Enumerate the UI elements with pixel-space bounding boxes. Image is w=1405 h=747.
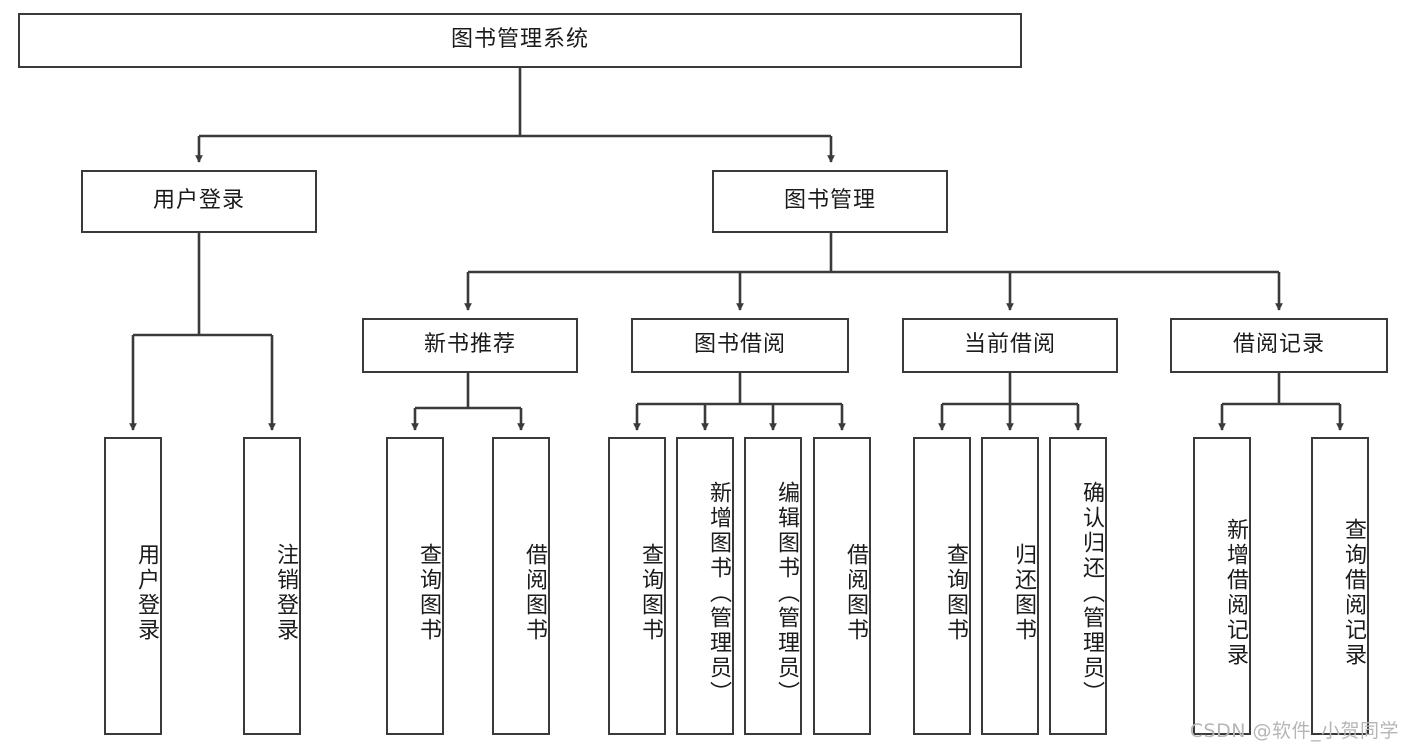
node-new-book-recommend[interactable]: 新书推荐 <box>362 318 578 373</box>
csdn-watermark: CSDN @软件_小贺同学 <box>1189 720 1399 742</box>
node-user-login[interactable]: 用户登录 <box>81 170 317 233</box>
node-label: 借阅记录 <box>1232 332 1325 358</box>
node-label: 查询图书 <box>638 543 663 643</box>
node-leaf-borrow-book-recommend[interactable]: 借阅图书 <box>492 437 550 735</box>
node-label: 查询图书 <box>943 543 968 643</box>
node-leaf-user-login[interactable]: 用户登录 <box>104 437 162 735</box>
node-leaf-query-book-recommend[interactable]: 查询图书 <box>386 437 444 735</box>
node-label: 确认归还（管理员） <box>1079 480 1104 706</box>
node-label: 图书管理 <box>783 188 876 214</box>
node-label: 新增借阅记录 <box>1223 518 1248 668</box>
node-book-management[interactable]: 图书管理 <box>712 170 948 233</box>
node-leaf-logout[interactable]: 注销登录 <box>243 437 301 735</box>
node-label: 借阅图书 <box>843 543 868 643</box>
node-label: 归还图书 <box>1011 543 1036 643</box>
node-current-borrow[interactable]: 当前借阅 <box>902 318 1118 373</box>
node-leaf-query-book-current[interactable]: 查询图书 <box>913 437 971 735</box>
node-label: 新增图书（管理员） <box>706 480 731 706</box>
node-book-borrow[interactable]: 图书借阅 <box>631 318 849 373</box>
node-leaf-return-book[interactable]: 归还图书 <box>981 437 1039 735</box>
node-label: 图书借阅 <box>693 332 786 358</box>
node-label: 查询图书 <box>416 543 441 643</box>
node-label: 新书推荐 <box>423 332 516 358</box>
node-root-book-management-system[interactable]: 图书管理系统 <box>18 13 1022 68</box>
node-label: 图书管理系统 <box>450 27 589 53</box>
node-label: 查询借阅记录 <box>1341 518 1366 668</box>
node-label: 用户登录 <box>134 543 159 643</box>
node-leaf-borrow-book[interactable]: 借阅图书 <box>813 437 871 735</box>
node-label: 当前借阅 <box>963 332 1056 358</box>
node-leaf-edit-book-admin[interactable]: 编辑图书（管理员） <box>744 437 802 735</box>
node-leaf-query-borrow-record[interactable]: 查询借阅记录 <box>1311 437 1369 735</box>
node-leaf-confirm-return-admin[interactable]: 确认归还（管理员） <box>1049 437 1107 735</box>
node-label: 注销登录 <box>273 543 298 643</box>
node-leaf-add-book-admin[interactable]: 新增图书（管理员） <box>676 437 734 735</box>
node-borrow-record[interactable]: 借阅记录 <box>1170 318 1388 373</box>
node-label: 用户登录 <box>152 188 245 214</box>
node-leaf-add-borrow-record[interactable]: 新增借阅记录 <box>1193 437 1251 735</box>
node-label: 借阅图书 <box>522 543 547 643</box>
node-leaf-query-book-borrow[interactable]: 查询图书 <box>608 437 666 735</box>
node-label: 编辑图书（管理员） <box>774 480 799 706</box>
